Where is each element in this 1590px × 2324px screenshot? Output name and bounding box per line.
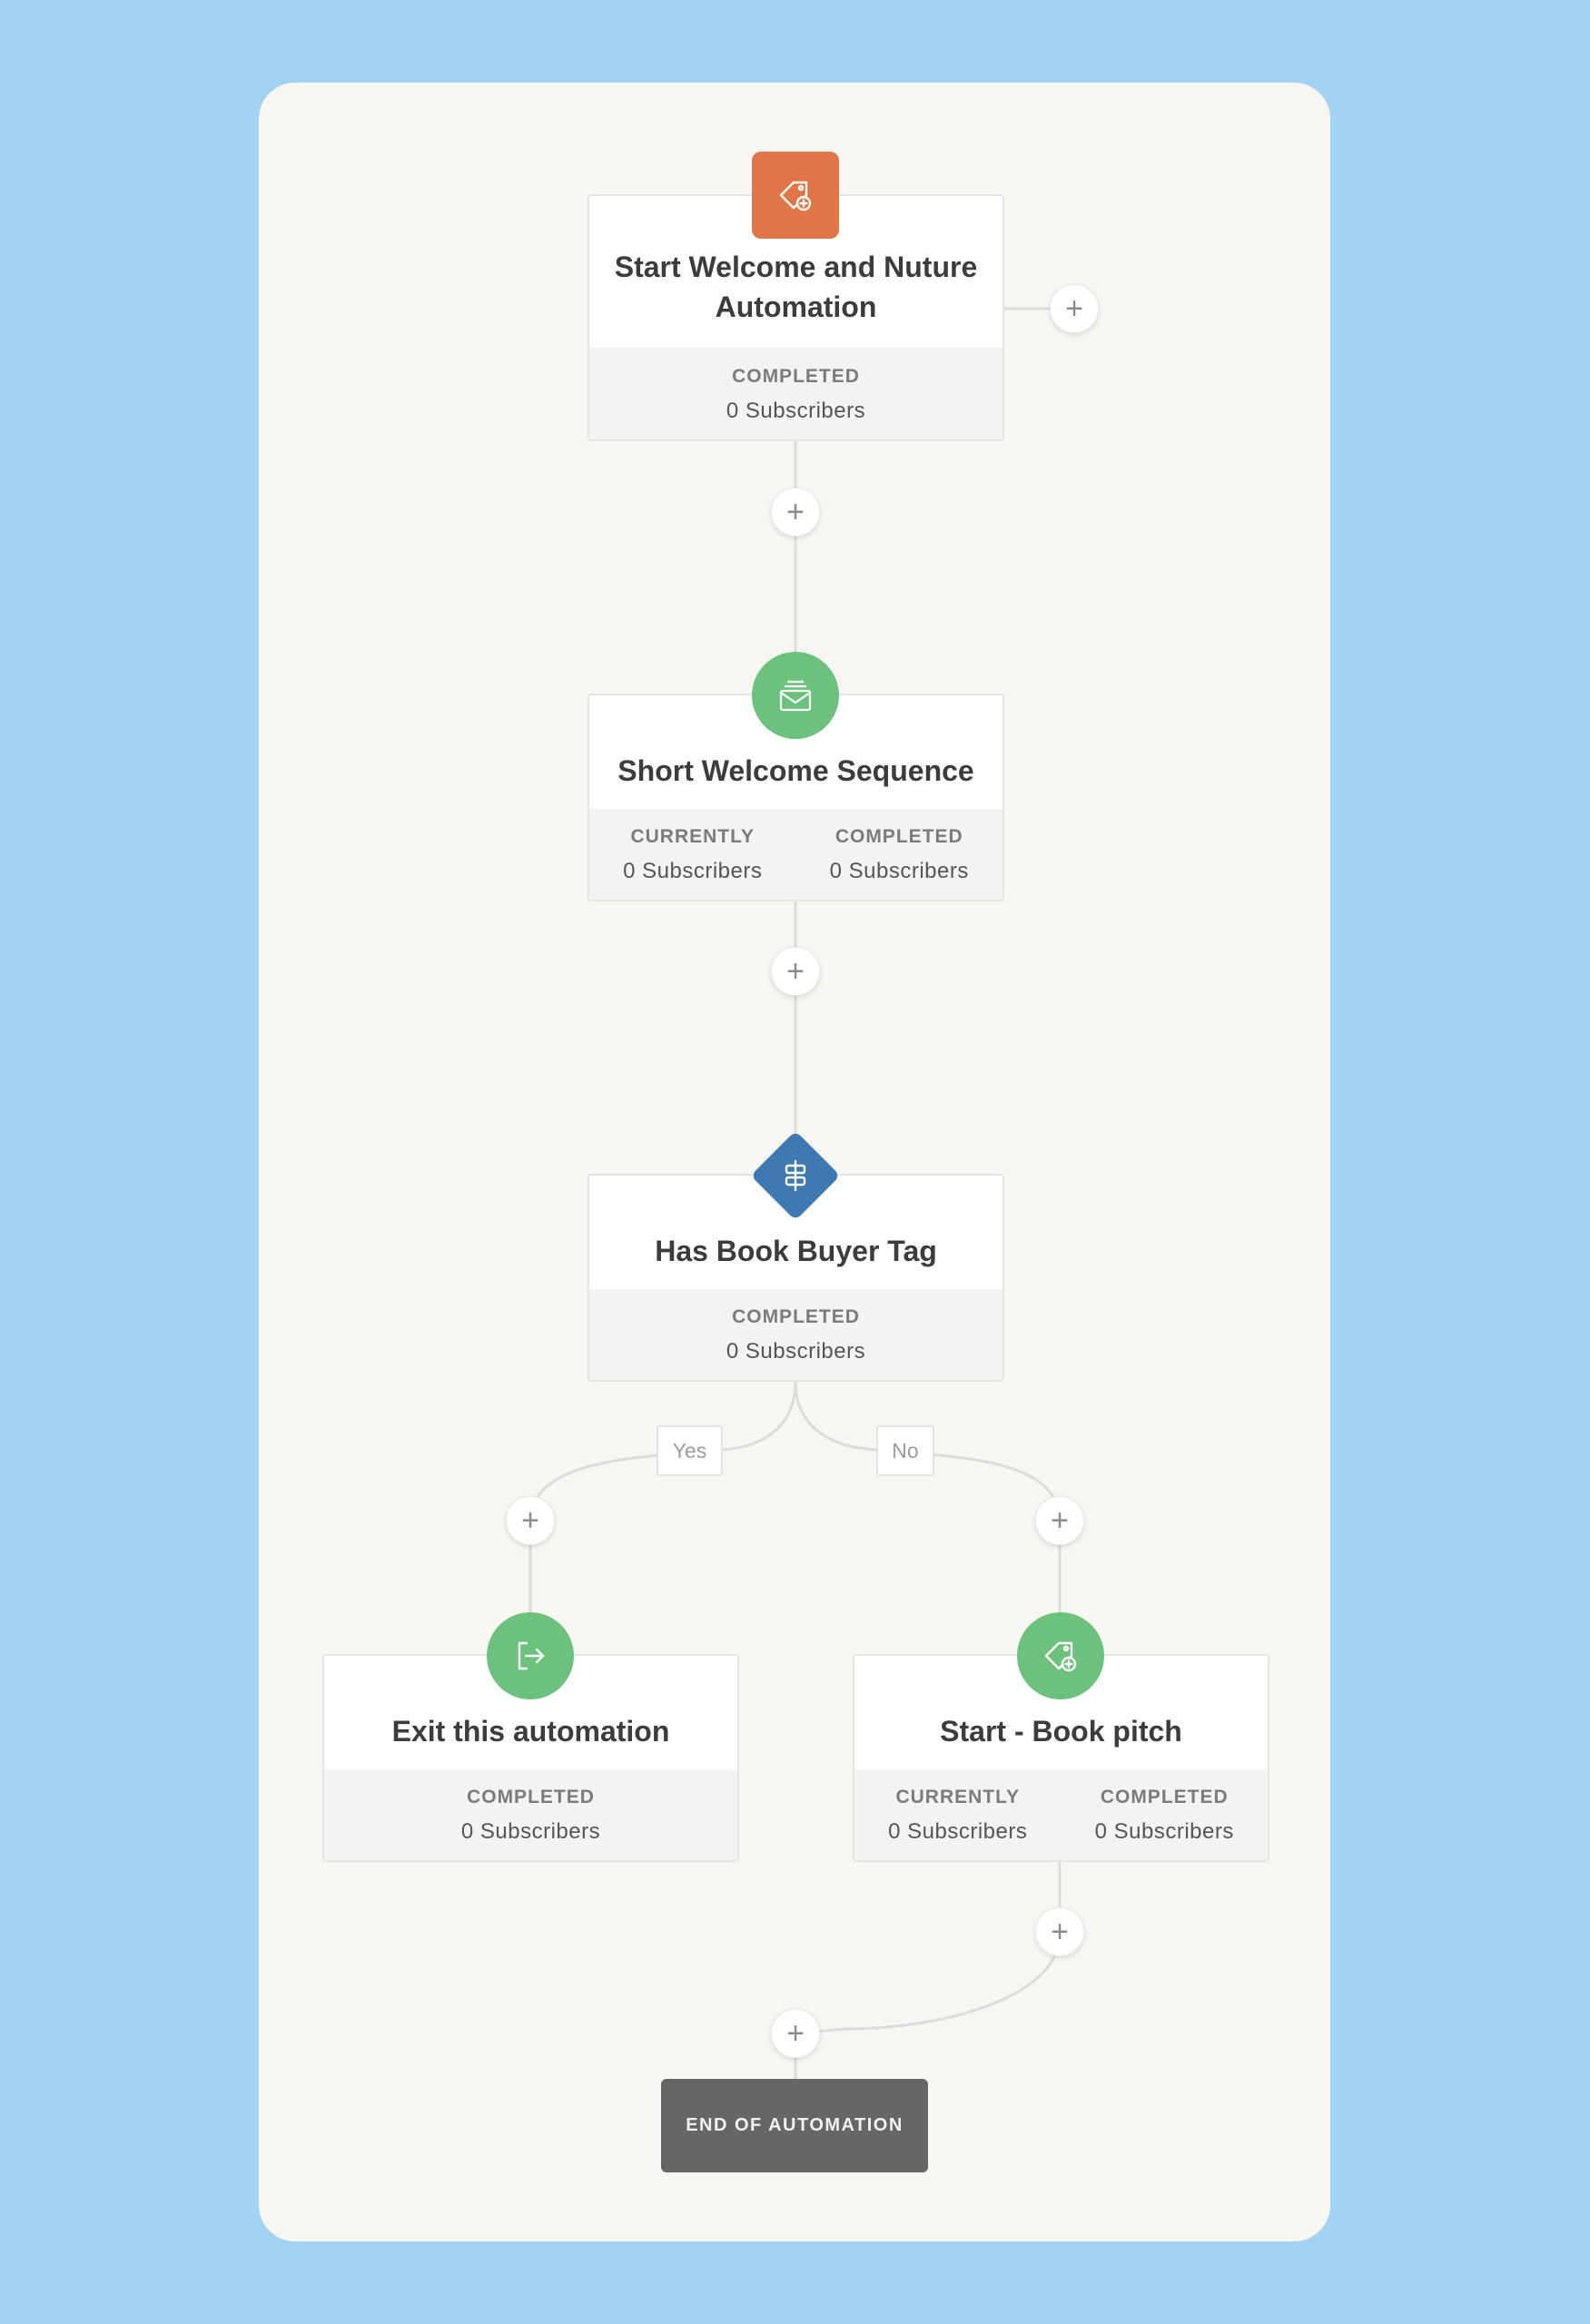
- node-stats: COMPLETED 0 Subscribers: [589, 1289, 1002, 1380]
- stat-label: COMPLETED: [467, 1787, 595, 1807]
- add-step-button[interactable]: +: [771, 487, 820, 537]
- add-step-button[interactable]: +: [771, 947, 820, 996]
- stat-label: CURRENTLY: [630, 826, 755, 847]
- branch-no-label: No: [876, 1425, 934, 1476]
- stat-value: 0 Subscribers: [1094, 1819, 1234, 1844]
- node-stats: COMPLETED 0 Subscribers: [589, 348, 1002, 439]
- stat-label: CURRENTLY: [895, 1787, 1021, 1807]
- add-step-button[interactable]: +: [1050, 284, 1099, 333]
- stat-label: COMPLETED: [732, 365, 860, 387]
- node-title: Has Book Buyer Tag: [655, 1234, 937, 1267]
- exit-icon: [487, 1612, 574, 1699]
- node-title: Start Welcome and Nuture Automation: [614, 250, 978, 323]
- tag-plus-icon: [752, 152, 839, 239]
- stat-currently: CURRENTLY 0 Subscribers: [623, 824, 762, 888]
- stat-value: 0 Subscribers: [623, 859, 763, 883]
- add-step-button[interactable]: +: [1035, 1496, 1084, 1545]
- stat-value: 0 Subscribers: [726, 1339, 866, 1364]
- email-sequence-node[interactable]: Short Welcome Sequence CURRENTLY 0 Subsc…: [588, 694, 1004, 901]
- add-step-button[interactable]: +: [771, 2009, 820, 2058]
- stat-completed: COMPLETED 0 Subscribers: [830, 824, 969, 888]
- branch-yes-label: Yes: [657, 1425, 723, 1476]
- node-stats: CURRENTLY 0 Subscribers COMPLETED 0 Subs…: [589, 809, 1002, 900]
- stat-completed: COMPLETED 0 Subscribers: [1095, 1785, 1234, 1848]
- node-stats: COMPLETED 0 Subscribers: [324, 1769, 737, 1860]
- node-stats: CURRENTLY 0 Subscribers COMPLETED 0 Subs…: [854, 1769, 1268, 1860]
- stat-value: 0 Subscribers: [726, 398, 866, 423]
- add-step-button[interactable]: +: [506, 1496, 555, 1545]
- node-title: Exit this automation: [391, 1714, 670, 1748]
- stat-value: 0 Subscribers: [888, 1819, 1028, 1844]
- stat-value: 0 Subscribers: [460, 1819, 601, 1844]
- node-title: Short Welcome Sequence: [617, 753, 974, 787]
- stat-currently: CURRENTLY 0 Subscribers: [888, 1785, 1027, 1848]
- stat-value: 0 Subscribers: [829, 859, 969, 883]
- stat-label: COMPLETED: [1100, 1787, 1229, 1807]
- condition-node[interactable]: Has Book Buyer Tag COMPLETED 0 Subscribe…: [588, 1174, 1004, 1382]
- stat-label: COMPLETED: [732, 1306, 860, 1327]
- tag-plus-icon: [1017, 1612, 1104, 1699]
- add-step-button[interactable]: +: [1035, 1907, 1084, 1956]
- stat-completed: COMPLETED 0 Subscribers: [461, 1785, 600, 1848]
- stat-completed: COMPLETED 0 Subscribers: [726, 364, 865, 428]
- stat-completed: COMPLETED 0 Subscribers: [726, 1305, 865, 1368]
- email-sequence-icon: [752, 652, 839, 739]
- end-of-automation: END OF AUTOMATION: [661, 2079, 928, 2172]
- node-title: Start - Book pitch: [940, 1714, 1182, 1748]
- stat-label: COMPLETED: [835, 826, 963, 847]
- signpost-icon: [750, 1130, 841, 1221]
